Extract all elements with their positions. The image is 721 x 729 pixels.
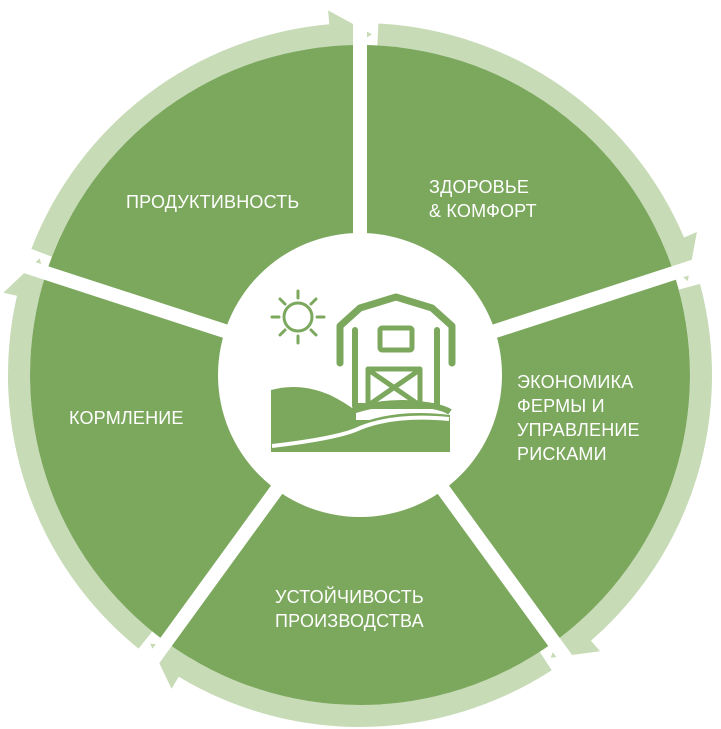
segment-label-line: УПРАВЛЕНИЕ [517, 420, 640, 440]
segment-label-line: РИСКАМИ [517, 444, 607, 464]
segment-label-line: УСТОЙЧИВОСТЬ [275, 587, 424, 607]
cycle-arrow [31, 10, 372, 257]
segment-label-economics: ЭКОНОМИКА ФЕРМЫ И УПРАВЛЕНИЕ РИСКАМИ [517, 370, 640, 466]
segment-label-feeding: КОРМЛЕНИЕ [69, 406, 184, 430]
segment-label-health: ЗДОРОВЬЕ & КОМФОРТ [429, 175, 537, 223]
segment-label-line: ЭКОНОМИКА [517, 372, 634, 392]
segment-label-line: ФЕРМЫ И [517, 396, 605, 416]
ground-highlight [271, 415, 450, 448]
segment-label-line: КОРМЛЕНИЕ [69, 408, 184, 428]
segment-label-productivity: ПРОДУКТИВНОСТЬ [126, 190, 299, 214]
cycle-arrow [150, 643, 552, 727]
farm-barn-icon [270, 289, 456, 409]
segment-label-line: & КОМФОРТ [429, 201, 537, 221]
segment-label-sustainability: УСТОЙЧИВОСТЬ ПРОИЗВОДСТВА [275, 585, 424, 633]
segment-label-line: ПРОДУКТИВНОСТЬ [126, 192, 300, 212]
ground-curve [271, 412, 450, 452]
cycle-arrow [3, 258, 153, 649]
sun-icon [270, 289, 326, 345]
center-circle [218, 233, 502, 517]
segment-economics [166, 375, 554, 706]
hill-outline [328, 399, 452, 423]
segment-label-line: ПРОИЗВОДСТВА [275, 611, 424, 631]
segment-label-line: ЗДОРОВЬЕ [429, 177, 530, 197]
